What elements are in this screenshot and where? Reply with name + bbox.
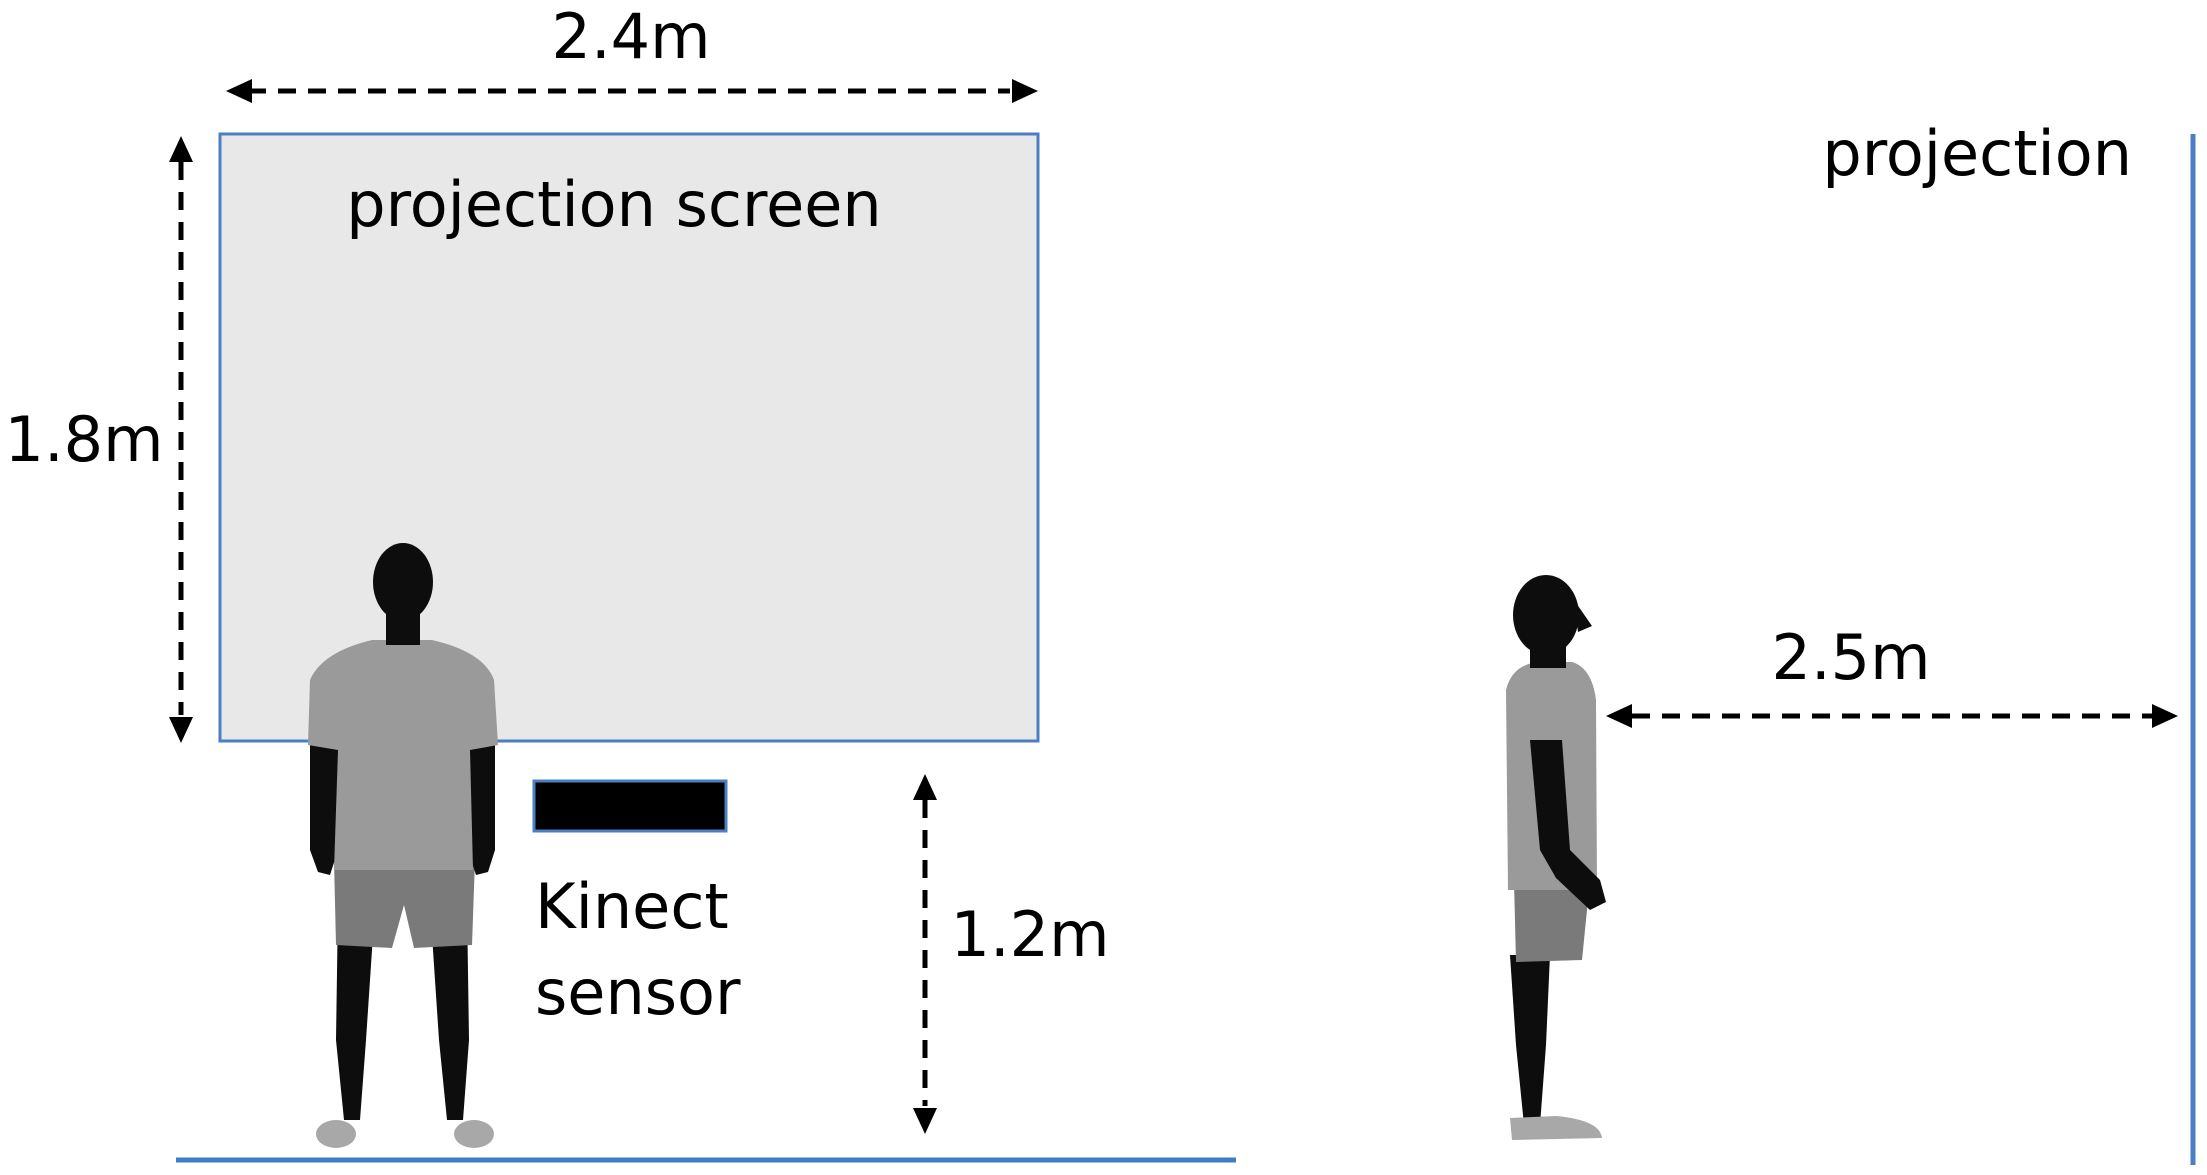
sensor-height-label: 1.2m [951, 898, 1110, 971]
person-front-view [308, 543, 498, 1148]
person-side-view [1506, 575, 1606, 1140]
screen-height-label: 1.8m [5, 403, 164, 476]
kinect-sensor-label-line2: sensor [535, 956, 741, 1029]
viewing-distance-label: 2.5m [1772, 621, 1931, 694]
viewing-distance-dimension [1606, 704, 2178, 728]
projection-screen [218, 132, 1040, 743]
screen-height-dimension [169, 136, 193, 743]
screen-width-dimension [226, 79, 1038, 103]
screen-width-label: 2.4m [552, 0, 711, 73]
projection-wall-label: projection [1822, 117, 2132, 190]
projection-screen-label: projection screen [346, 168, 881, 241]
kinect-sensor-label-line1: Kinect [535, 870, 729, 943]
sensor-height-dimension [913, 774, 937, 1134]
kinect-sensor [532, 779, 728, 833]
